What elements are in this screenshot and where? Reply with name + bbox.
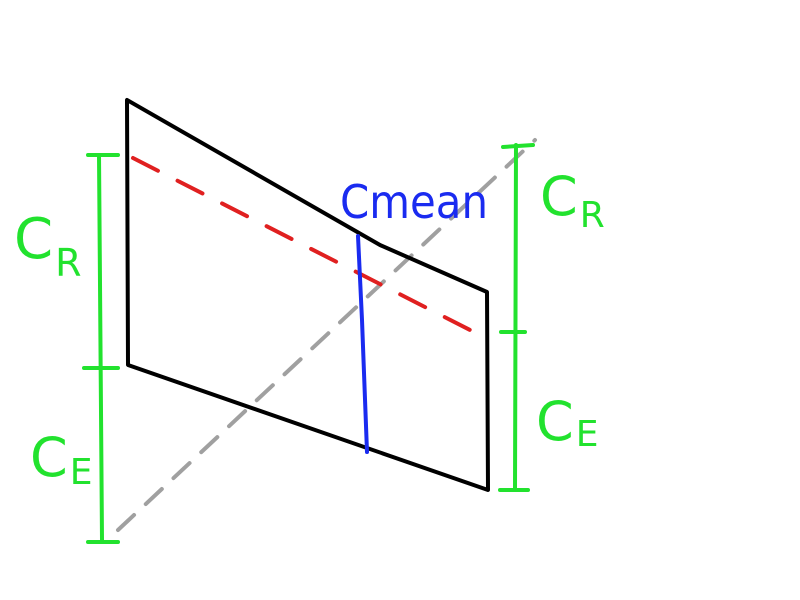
background-dashed-diagonal: [116, 138, 537, 532]
mean-vertical-line: [356, 234, 369, 454]
left-dimension-bar: [82, 153, 120, 544]
right-bottom-label-sub: E: [576, 414, 599, 455]
left-bottom-label: CE: [30, 426, 92, 493]
parallelogram-outline: [125, 98, 490, 492]
left-bottom-label-main: C: [30, 426, 68, 489]
right-top-label-main: C: [540, 165, 578, 228]
left-top-label-sub: R: [55, 241, 81, 285]
right-top-label: CR: [540, 165, 605, 236]
left-top-label: CR: [14, 207, 82, 285]
right-bottom-label: CE: [536, 390, 598, 455]
right-top-label-sub: R: [580, 195, 605, 236]
mean-label: Cmean: [340, 175, 488, 229]
right-dimension-bar: [498, 143, 535, 492]
left-top-label-main: C: [14, 207, 53, 272]
right-bottom-label-main: C: [536, 390, 574, 453]
left-bottom-label-sub: E: [70, 452, 93, 493]
red-dashed-line: [131, 156, 472, 332]
